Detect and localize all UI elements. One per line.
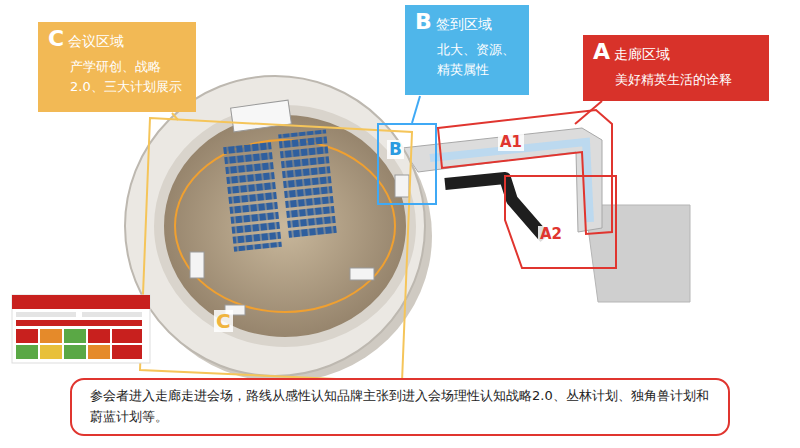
zone-letter: C	[48, 28, 64, 50]
zone-description: 产学研创、战略2.0、三大计划展示	[48, 57, 186, 97]
zone-description: 美好精英生活的诠释	[593, 70, 759, 90]
zone-title: 签到区域	[436, 16, 492, 34]
zone-title: 会议区域	[68, 33, 124, 51]
zone-letter: B	[415, 11, 432, 33]
callout-heading: B签到区域	[415, 11, 519, 34]
zone-marker: A2	[538, 226, 564, 243]
callout-heading: C会议区域	[48, 28, 186, 51]
zone-marker: C	[214, 310, 233, 332]
caption-box: 参会者进入走廊走进会场，路线从感性认知品牌主张到进入会场理性认知战略2.0、丛林…	[70, 378, 730, 436]
zone-marker: B	[387, 140, 404, 159]
callout-box: A走廊区域美好精英生活的诠释	[583, 35, 769, 101]
zone-description: 北大、资源、精英属性	[415, 40, 519, 80]
zone-marker: A1	[498, 134, 524, 151]
callout-box: B签到区域北大、资源、精英属性	[405, 5, 529, 95]
zone-letter: A	[593, 41, 610, 63]
callout-heading: A走廊区域	[593, 41, 759, 64]
callout-box: C会议区域产学研创、战略2.0、三大计划展示	[38, 22, 196, 112]
zone-title: 走廊区域	[614, 46, 670, 64]
